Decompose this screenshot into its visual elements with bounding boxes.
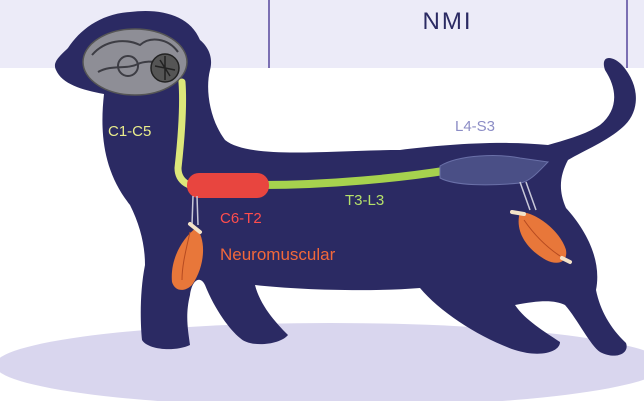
label-c1-c5: C1-C5 [108,123,151,140]
cervicothoracic-segment [187,173,269,198]
brain-icon [83,29,187,95]
label-neuromuscular: Neuromuscular [220,245,336,264]
label-t3-l3: T3-L3 [345,192,384,209]
label-c6-t2: C6-T2 [220,210,262,227]
label-l4-s3: L4-S3 [455,118,495,135]
